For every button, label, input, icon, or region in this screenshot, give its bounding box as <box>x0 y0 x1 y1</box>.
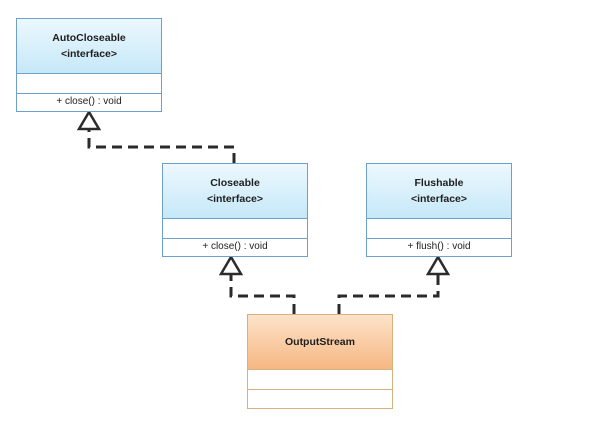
method-close: + close() : void <box>56 96 122 107</box>
class-name: AutoCloseable <box>52 32 126 44</box>
connector-line <box>229 274 296 314</box>
class-box-flushable[interactable]: Flushable <interface> + flush() : void <box>366 163 512 257</box>
hollow-arrowhead-icon <box>76 109 102 131</box>
class-name: Flushable <box>414 177 464 189</box>
attributes-compartment <box>163 219 307 239</box>
method-close: + close() : void <box>202 241 268 252</box>
class-name: OutputStream <box>284 336 355 348</box>
methods-compartment: + flush() : void <box>367 239 511 256</box>
connector-line <box>337 274 440 314</box>
realization-outputstream-to-closeable <box>218 254 296 314</box>
hollow-arrowhead-icon <box>218 254 244 276</box>
class-header: OutputStream <box>248 315 392 370</box>
realization-outputstream-to-flushable <box>337 254 451 314</box>
class-stereotype: <interface> <box>206 193 264 205</box>
method-flush: + flush() : void <box>407 241 471 252</box>
attributes-compartment <box>248 370 392 390</box>
class-header: Flushable <interface> <box>367 164 511 219</box>
class-stereotype: <interface> <box>410 193 468 205</box>
hollow-arrowhead-icon <box>425 254 451 276</box>
class-header: Closeable <interface> <box>163 164 307 219</box>
methods-compartment <box>248 390 392 408</box>
attributes-compartment <box>17 74 161 94</box>
connector-line <box>87 129 236 163</box>
class-box-outputstream[interactable]: OutputStream <box>247 314 393 409</box>
class-name: Closeable <box>210 177 260 189</box>
methods-compartment: + close() : void <box>17 94 161 111</box>
class-box-autocloseable[interactable]: AutoCloseable <interface> + close() : vo… <box>16 18 162 112</box>
class-box-closeable[interactable]: Closeable <interface> + close() : void <box>162 163 308 257</box>
realization-closeable-to-autocloseable <box>76 109 236 163</box>
attributes-compartment <box>367 219 511 239</box>
class-header: AutoCloseable <interface> <box>17 19 161 74</box>
class-stereotype: <interface> <box>60 48 118 60</box>
methods-compartment: + close() : void <box>163 239 307 256</box>
